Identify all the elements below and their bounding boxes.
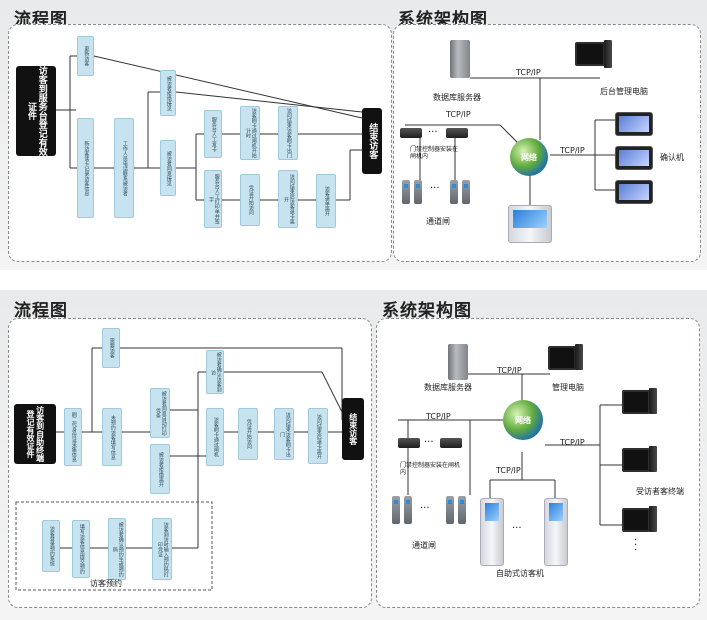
bottom-gate-label: 通道闸 bbox=[412, 541, 436, 550]
bottom-gate-icon-2 bbox=[404, 496, 412, 524]
top-gate-label: 通道闸 bbox=[426, 217, 450, 226]
top-confirm-device-icon-3 bbox=[615, 180, 653, 204]
bottom-box-booking-code: 被访者确认预约生成预约码 bbox=[108, 518, 126, 580]
bottom-start-node: 访客到自助终端登记有效证件 bbox=[14, 404, 56, 464]
top-admin-monitor-icon bbox=[575, 42, 605, 66]
top-box-visitee-agree: 被访者同意接见 bbox=[160, 140, 176, 196]
top-confirm-label: 确认机 bbox=[660, 153, 684, 162]
bottom-box-return-card: 访问结束后退卡离开 bbox=[308, 408, 328, 464]
bottom-visitee-tower-icon-1 bbox=[649, 388, 657, 414]
top-controller-label: 门禁控制器安装在闸机内 bbox=[410, 146, 459, 161]
bottom-arch-title: 系统架构图 bbox=[382, 301, 472, 321]
bottom-gate-icon-1 bbox=[392, 496, 400, 524]
top-box-start-visit: 凭证开始访问 bbox=[240, 174, 260, 226]
bottom-box-agree-print: 被访者同意自动打印凭条 bbox=[150, 388, 170, 438]
bottom-tcpip-label-1: TCP/IP bbox=[497, 366, 522, 375]
bottom-box-id-card: 刷二代身份证采集信息 bbox=[64, 408, 82, 466]
top-box-visitee-refuse: 被访者拒绝接见 bbox=[160, 70, 176, 116]
bottom-visitee-tower-icon-3 bbox=[649, 506, 657, 532]
bottom-gate-icon-3 bbox=[446, 496, 454, 524]
bottom-gate-icon-4 bbox=[458, 496, 466, 524]
top-tcpip-label-1: TCP/IP bbox=[516, 68, 541, 77]
bottom-box-swipe-out: 访问结束访客刷卡出门 bbox=[274, 408, 294, 460]
top-confirm-device-icon-1 bbox=[615, 112, 653, 136]
bottom-network-globe-icon: 网络 bbox=[503, 400, 543, 440]
bottom-box-need-visit: 需要访客 bbox=[102, 328, 120, 368]
top-tcpip-label-2: TCP/IP bbox=[446, 110, 471, 119]
bottom-visitee-dots: ··· bbox=[634, 535, 638, 556]
top-controller-icon-1 bbox=[400, 128, 422, 138]
bottom-controller-label: 门禁控制器安装在闸机内 bbox=[400, 462, 461, 477]
bottom-tcpip-label-4: TCP/IP bbox=[496, 466, 521, 475]
top-box-update-visitor: 更新访客 bbox=[77, 36, 94, 76]
top-confirm-device-icon-2 bbox=[615, 146, 653, 170]
top-desk-terminal-icon bbox=[508, 205, 552, 243]
bottom-box-login-booking: 访客登录预约系统 bbox=[42, 520, 60, 572]
top-box-staff-call: 工作人员电话联系被访者 bbox=[114, 118, 134, 218]
bottom-kiosk-icon-2 bbox=[544, 498, 568, 566]
bottom-flow-title: 流程图 bbox=[14, 301, 68, 321]
bottom-box-input-code: 访客到访时输入预约码打印凭证 bbox=[152, 518, 172, 580]
bottom-tcpip-label-2: TCP/IP bbox=[426, 412, 451, 421]
bottom-box-fill-info: 未预约访客填写信息 bbox=[102, 408, 122, 466]
top-gate-icon-2 bbox=[414, 180, 422, 204]
top-gate-dots: ... bbox=[430, 180, 440, 191]
top-box-issue-card: 服务台人工发卡 bbox=[204, 110, 222, 158]
top-network-globe-icon: 网络 bbox=[510, 138, 548, 176]
bottom-visitee-label: 受访者客终端 bbox=[636, 487, 684, 496]
top-box-return-card: 访问结束后访客退卡离开 bbox=[278, 170, 298, 228]
bottom-admin-tower-icon bbox=[575, 344, 583, 370]
bottom-box-start-visit: 凭证开始访问 bbox=[238, 408, 258, 460]
top-admin-label: 后台管理电脑 bbox=[600, 87, 648, 96]
top-gate-icon-4 bbox=[462, 180, 470, 204]
top-controller-icon-2 bbox=[446, 128, 468, 138]
top-admin-tower-icon bbox=[604, 40, 612, 68]
top-box-print-sign: 服务台人工打印单并签字 bbox=[204, 170, 222, 228]
bottom-box-confirm-visit: 被访者确认访客到访 bbox=[206, 350, 224, 394]
top-gate-icon-3 bbox=[450, 180, 458, 204]
bottom-visitee-monitor-icon-3 bbox=[622, 508, 650, 532]
top-start-node: 访客到服务台登记有效证件 bbox=[16, 66, 56, 156]
bottom-admin-monitor-icon bbox=[548, 346, 576, 370]
top-end-node: 结束访客 bbox=[362, 108, 382, 174]
bottom-kiosk-icon-1 bbox=[480, 498, 504, 566]
top-box-new-visitor: 新访客读卡记录访客信息 bbox=[77, 118, 94, 218]
bottom-controller-icon-1 bbox=[398, 438, 420, 448]
bottom-tcpip-label-3: TCP/IP bbox=[560, 438, 585, 447]
bottom-db-server-label: 数据库服务器 bbox=[424, 383, 472, 392]
bottom-visitee-monitor-icon-1 bbox=[622, 390, 650, 414]
top-box-return-slip: 访客退单离开 bbox=[316, 174, 336, 228]
top-db-server-label: 数据库服务器 bbox=[433, 93, 481, 102]
bottom-kiosk-dots: ... bbox=[512, 520, 522, 531]
top-box-swipe-gate: 访客刷卡通过闸机开始计时 bbox=[240, 106, 260, 160]
bottom-visitee-monitor-icon-2 bbox=[622, 448, 650, 472]
bottom-box-submit-booking: 填写访客信息提交预约 bbox=[72, 520, 90, 578]
bottom-box-refuse: 被访者拒绝离开 bbox=[150, 444, 170, 494]
bottom-controller-icon-2 bbox=[440, 438, 462, 448]
bottom-visitee-tower-icon-2 bbox=[649, 446, 657, 472]
bottom-kiosk-label: 自助式访客机 bbox=[496, 569, 544, 578]
bottom-box-swipe-gate: 访客刷卡通过闸机 bbox=[206, 408, 224, 466]
top-tcpip-label-3: TCP/IP bbox=[560, 146, 585, 155]
bottom-controller-dots: ... bbox=[424, 434, 434, 445]
bottom-booking-label: 访客预约 bbox=[90, 579, 122, 588]
top-box-swipe-out: 访问结束访客刷卡出门 bbox=[278, 106, 298, 160]
bottom-end-node: 结束访客 bbox=[342, 398, 364, 460]
top-db-server-icon bbox=[450, 40, 470, 78]
bottom-db-server-icon bbox=[448, 344, 468, 380]
top-controller-dots: ... bbox=[428, 124, 438, 135]
bottom-gate-dots: ... bbox=[420, 500, 430, 511]
top-gate-icon-1 bbox=[402, 180, 410, 204]
bottom-admin-label: 管理电脑 bbox=[552, 383, 584, 392]
